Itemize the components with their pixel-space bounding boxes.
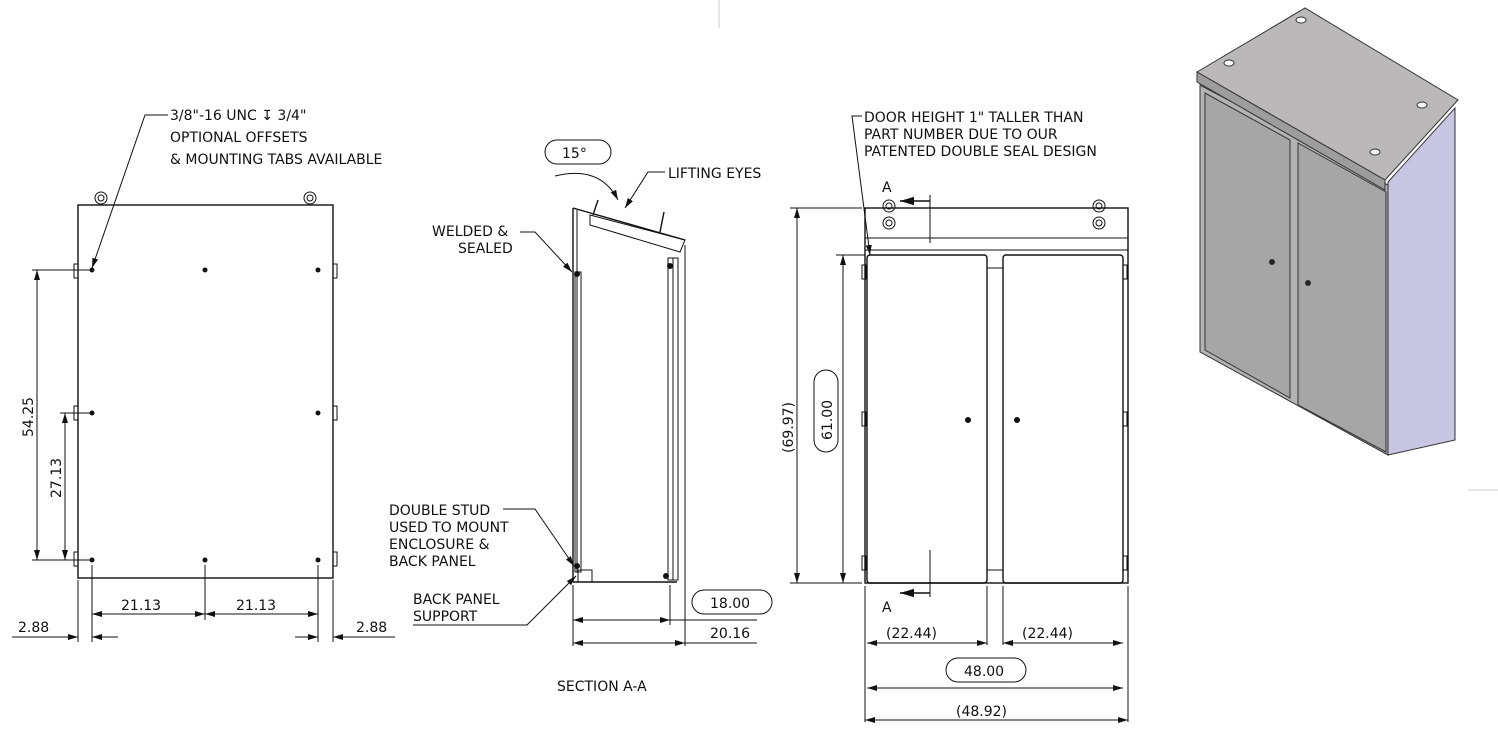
dim-54-25: 54.25: [21, 397, 37, 437]
dim-20-16: 20.16: [710, 626, 750, 642]
door-handle-icon: [1014, 417, 1020, 423]
back-panel-support: [577, 569, 593, 583]
isometric-view: [1196, 7, 1459, 456]
enclosure-front-outline: [864, 207, 1129, 584]
section-title: SECTION A-A: [557, 679, 647, 695]
dim-2-88-left: 2.88: [18, 620, 49, 636]
door-height-note: DOOR HEIGHT 1" TALLER THAN: [864, 110, 1083, 126]
door-height-note: PART NUMBER DUE TO OUR: [864, 127, 1058, 143]
dim-18-00: 18.00: [710, 596, 750, 612]
dim-48-00: 48.00: [964, 664, 1004, 680]
thread-note: OPTIONAL OFFSETS: [170, 130, 308, 146]
note-leader: [91, 114, 168, 269]
angle-arc: [554, 172, 619, 201]
dim-22-44-left: (22.44): [886, 626, 937, 642]
section-marker-top: A: [882, 180, 892, 196]
double-stud-note: BACK PANEL: [389, 554, 476, 570]
welded-note: WELDED &: [432, 224, 508, 240]
roof-lid: [589, 214, 686, 253]
iso-left-door: [1204, 92, 1291, 399]
lifting-eye-icon: [94, 191, 108, 205]
enclosure-back-outline: [77, 204, 334, 579]
back-panel-support-note: BACK PANEL: [413, 592, 500, 608]
section-marker-bottom: A: [882, 600, 892, 616]
door-handle-icon: [965, 417, 971, 423]
door-handle-icon: [1305, 280, 1311, 286]
dim-21-13-right: 21.13: [236, 598, 276, 614]
mounting-view: 3/8"-16 UNC ↧ 3/4" OPTIONAL OFFSETS & MO…: [12, 108, 395, 642]
double-stud-note: USED TO MOUNT: [389, 520, 509, 536]
dim-22-44-right: (22.44): [1022, 626, 1073, 642]
right-door: [1002, 254, 1124, 584]
lifting-eye-icon: [592, 199, 599, 216]
door-height-note: PATENTED DOUBLE SEAL DESIGN: [864, 144, 1097, 160]
iso-right-door: [1297, 142, 1387, 453]
double-stud-note: DOUBLE STUD: [389, 503, 490, 519]
door-handle-icon: [1269, 259, 1275, 265]
side-tabs: [73, 263, 338, 567]
door-view: A A DOOR HEIGHT 1" TALLER THAN PART NUMB…: [781, 110, 1129, 723]
angle-balloon: [544, 139, 612, 165]
back-panel-support-note: SUPPORT: [413, 609, 478, 625]
dim-48-92: (48.92): [956, 704, 1007, 720]
dim-69-97: (69.97): [781, 402, 797, 453]
dim-61-00: 61.00: [820, 400, 836, 440]
left-door: [866, 254, 988, 584]
lifting-eye-icon: [303, 191, 317, 205]
section-view: 15° LIFTING EYES WELDED & SEALED DOUBLE …: [389, 139, 773, 695]
thread-note: & MOUNTING TABS AVAILABLE: [170, 152, 382, 168]
thread-note: 3/8"-16 UNC ↧ 3/4": [170, 108, 306, 124]
dim-27-13: 27.13: [49, 458, 65, 498]
double-stud-note: ENCLOSURE &: [389, 537, 490, 553]
welded-note: SEALED: [458, 241, 513, 257]
lifting-eyes: [882, 199, 1106, 230]
back-panel-section: [574, 271, 582, 573]
lifting-eye-icon: [659, 211, 665, 233]
dim-21-13-left: 21.13: [121, 598, 161, 614]
dim-2-88-right: 2.88: [356, 620, 387, 636]
lifting-eyes-note: LIFTING EYES: [668, 166, 761, 182]
angle-label: 15°: [562, 146, 587, 162]
mounting-holes: [89, 267, 321, 563]
